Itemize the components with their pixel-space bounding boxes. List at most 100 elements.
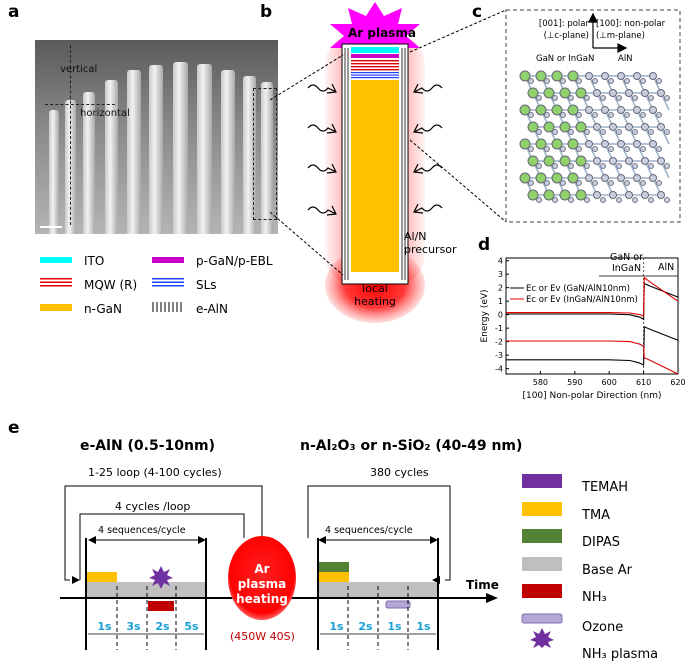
duration-left-2: 3s	[126, 620, 141, 633]
band-line-3	[506, 340, 679, 375]
tma-pulse-left	[87, 572, 117, 582]
legend-mqw: MQW (R)	[84, 278, 138, 292]
legend-entry-1: Ec or Ev (InGaN/AlN10nm)	[526, 295, 638, 305]
x-tick-label: 610	[636, 378, 651, 387]
zoom-line-c-bottom	[409, 139, 507, 223]
panel-e-letter: e	[8, 418, 20, 438]
legend-ozone: Ozone	[582, 619, 624, 635]
plasma-heating-line2: heating	[236, 592, 288, 606]
swatch-dipas	[522, 529, 562, 543]
y-tick-label: -1	[495, 324, 503, 333]
ngan-core	[351, 80, 399, 272]
y-tick-label: 1	[498, 297, 503, 306]
label-aln: AlN	[618, 54, 633, 64]
legend-nh3: NH₃	[582, 590, 607, 605]
swatch-nh3	[522, 584, 562, 598]
seq-left-label: 4 sequences/cycle	[98, 525, 186, 536]
swatch-mqw	[40, 278, 72, 287]
legend-temah: TEMAH	[582, 480, 629, 495]
dipas-pulse	[319, 562, 349, 572]
panel-c-letter: c	[472, 2, 483, 22]
plasma-condition: (450W 40S)	[230, 630, 295, 643]
swatch-sls	[152, 278, 184, 287]
heating-label-line2: heating	[354, 295, 396, 308]
x-tick-label: 580	[533, 378, 548, 387]
annotation-gan-line2: InGaN	[611, 263, 642, 274]
duration-right-4: 1s	[416, 620, 431, 633]
y-tick-label: 0	[498, 311, 503, 320]
swatch-ito	[40, 257, 72, 263]
duration-left-4: 5s	[184, 620, 199, 633]
x-tick-label: 600	[602, 378, 617, 387]
duration-left-1: 1s	[97, 620, 112, 633]
zoom-line-a-top	[270, 54, 344, 101]
duration-right-3: 1s	[387, 620, 402, 633]
y-axis-label: Energy (eV)	[480, 289, 490, 342]
annotation-aln: AlN	[658, 262, 675, 273]
pgan-layer	[351, 54, 399, 58]
panel-d-letter: d	[478, 235, 491, 255]
y-tick-label: -2	[495, 338, 503, 347]
swatch-nh3-plasma	[530, 628, 554, 648]
loop-brackets	[64, 485, 451, 581]
base-ar-left	[86, 582, 206, 598]
legend-sls: SLs	[196, 278, 217, 292]
swatch-pgan	[152, 257, 184, 263]
panel-a-legend-swatches	[40, 257, 184, 312]
plot-frame	[505, 257, 679, 375]
oxide-title: n-Al₂O₃ or n-SiO₂ (40-49 nm)	[300, 438, 523, 454]
band-line-2	[506, 276, 679, 317]
heating-label-line1: local	[362, 282, 388, 295]
y-tick-label: -4	[495, 365, 503, 374]
sls-layers	[351, 72, 399, 79]
ar-plasma-heating-blob	[228, 536, 296, 620]
tma-pulse-right	[319, 572, 349, 582]
panel-b-diagram	[270, 2, 443, 323]
axis-nonpolar-line2: (⊥m-plane)	[596, 31, 645, 41]
time-arrowhead	[486, 593, 498, 603]
legend-entry-0: Ec or Ev (GaN/AlN10nm)	[526, 284, 630, 294]
panel-e-legend-swatches	[521, 474, 563, 648]
y-tick-label: 4	[498, 257, 503, 266]
crystal-structure	[519, 70, 670, 203]
label-gan-ingan: GaN or InGaN	[536, 54, 595, 64]
axis-nonpolar-line1: [100]: non-polar	[596, 19, 666, 29]
swatch-ngan	[40, 304, 72, 311]
swatch-tma	[522, 502, 562, 516]
zoom-line-c-top	[409, 9, 507, 53]
x-tick-label: 590	[567, 378, 582, 387]
ito-layer	[351, 47, 399, 53]
plasma-heating-line1: Ar plasma	[237, 562, 287, 591]
swatch-base-ar	[522, 557, 562, 571]
swatch-ealn	[152, 302, 182, 312]
label-horizontal: horizontal	[80, 108, 130, 119]
legend-tma: TMA	[582, 507, 611, 523]
panel-a-letter: a	[8, 2, 20, 22]
panel-e-timeline	[60, 485, 498, 650]
duration-right-1: 1s	[329, 620, 344, 633]
legend-pgan: p-GaN/p-EBL	[196, 254, 273, 268]
legend-dipas: DIPAS	[582, 535, 620, 550]
legend-ito: ITO	[84, 254, 105, 268]
panel-b-letter: b	[260, 2, 273, 22]
loop-text: 1-25 loop (4-100 cycles)	[88, 466, 222, 479]
x-tick-label: 620	[670, 378, 685, 387]
x-axis-label: [100] Non-polar Direction (nm)	[522, 391, 661, 401]
sem-image	[35, 40, 278, 234]
ealn-title: e-AlN (0.5-10nm)	[80, 438, 215, 454]
y-tick-label: 3	[498, 270, 503, 279]
y-tick-label: 2	[498, 284, 503, 293]
ar-plasma-label: Ar plasma	[348, 26, 416, 40]
swatch-ozone	[521, 613, 563, 624]
nh3-plasma-mark	[149, 566, 173, 589]
band-line-1	[506, 325, 679, 367]
axis-polar-line2: (⊥c-plane)	[543, 31, 589, 41]
band-line-0	[506, 282, 679, 321]
precursor-arrows	[307, 83, 443, 216]
swatch-temah	[522, 474, 562, 488]
cycles-per-loop: 4 cycles /loop	[115, 500, 191, 513]
legend-ealn: e-AlN	[196, 302, 228, 316]
ozone-pulse	[385, 600, 411, 609]
legend-nh3-plasma: NH₃ plasma	[582, 647, 659, 662]
